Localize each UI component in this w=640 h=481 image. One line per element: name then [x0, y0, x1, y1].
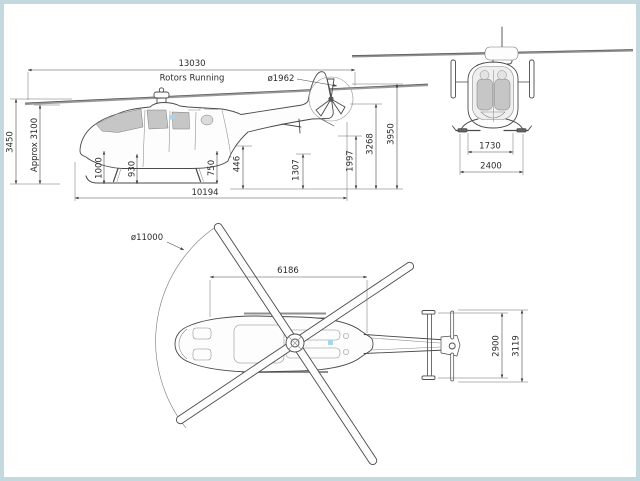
dim-skid-front: 1000 [95, 150, 106, 185]
dim-overall-width: 2400 [459, 134, 524, 175]
top-view: ø11000 6186 2900 3119 [131, 222, 528, 466]
dim-stabilizer-span: 2900 [438, 312, 508, 379]
dim-height-overall: 3450 [6, 98, 72, 185]
rotor-hub [153, 87, 170, 104]
plan-tail-boom [363, 334, 447, 354]
dim-tail-clearance: 1307 [292, 153, 311, 190]
dim-tail-rotor-diameter: ø1962 [268, 74, 338, 87]
dim-label-boom-clearance: 446 [233, 156, 243, 172]
dim-label-skid-track: 1730 [479, 142, 501, 152]
plan-main-rotor-blades [175, 222, 415, 466]
dim-label-stabilizer-height: 3268 [366, 133, 376, 155]
dim-boom-clearance: 446 [233, 145, 252, 190]
dim-label-skid-rear: 930 [128, 161, 138, 177]
dim-label-skid-front: 1000 [95, 157, 105, 179]
dim-label-cabin-section-length: 6186 [277, 266, 299, 276]
boom-accent-marker [328, 340, 333, 345]
front-skid-gear [452, 118, 532, 133]
dim-fin-height: 3950 [352, 83, 403, 190]
dim-label-length-overall: 13030 [178, 59, 205, 69]
plan-fuselage-outline [174, 315, 374, 373]
dim-cabin-section-length: 6186 [209, 266, 368, 333]
dim-label-fin-height: 3950 [387, 123, 397, 145]
dim-label-tail-clearance: 1307 [292, 159, 302, 181]
cabin-glazing [95, 106, 232, 168]
plan-rotor-hub [285, 333, 305, 353]
dim-label-rear-step: 750 [207, 160, 217, 176]
fuselage-accent-marker [170, 115, 175, 120]
front-seats [476, 70, 511, 122]
plan-stabilizer [421, 310, 436, 380]
dim-label-main-rotor-diameter: ø11000 [131, 233, 163, 243]
dim-label-stabilizer-span: 2900 [492, 335, 502, 357]
horizontal-stabilizer [281, 118, 335, 134]
dim-rear-step: 750 [207, 150, 219, 185]
dim-length-overall: 13030 Rotors Running [27, 59, 356, 100]
dim-stabilizer-height: 3268 [350, 103, 382, 190]
dim-rotor-head-height: Approx 3100 [30, 104, 60, 185]
front-stabilizer [450, 59, 535, 99]
dim-label-tail-unit-span: 3119 [512, 335, 522, 357]
dim-label-fuselage-length: 10194 [191, 188, 218, 198]
dim-label-tail-rotor-diameter: ø1962 [268, 74, 295, 84]
dim-label-height-overall: 3450 [6, 131, 16, 153]
rotor-disc-arc [155, 223, 221, 429]
dim-label-overall-width: 2400 [480, 162, 502, 172]
skid-landing-gear [85, 167, 217, 184]
dim-fuselage-length: 10194 [74, 122, 348, 201]
front-mast [484, 26, 519, 65]
dim-main-rotor-diameter: ø11000 [131, 233, 185, 251]
helicopter-three-view-diagram: 13030 Rotors Running ø1962 3450 Approx 3… [6, 26, 634, 466]
dim-label-tail-rotor-hub-height: 1997 [346, 150, 356, 172]
plan-tail-rotor [440, 310, 461, 382]
dim-tail-rotor-hub-height: 1997 [338, 135, 362, 190]
dim-label-rotor-head-height: Approx 3100 [30, 118, 40, 172]
front-view: 1730 2400 [351, 26, 634, 175]
dim-label-rotors-running: Rotors Running [160, 74, 225, 84]
side-view: 13030 Rotors Running ø1962 3450 Approx 3… [6, 59, 429, 201]
dim-skid-rear: 930 [128, 153, 139, 185]
tail-rotor [308, 76, 354, 122]
main-rotor-blade [24, 83, 429, 106]
dim-tail-unit-span: 3119 [458, 309, 528, 383]
dim-skid-track: 1730 [467, 133, 514, 155]
